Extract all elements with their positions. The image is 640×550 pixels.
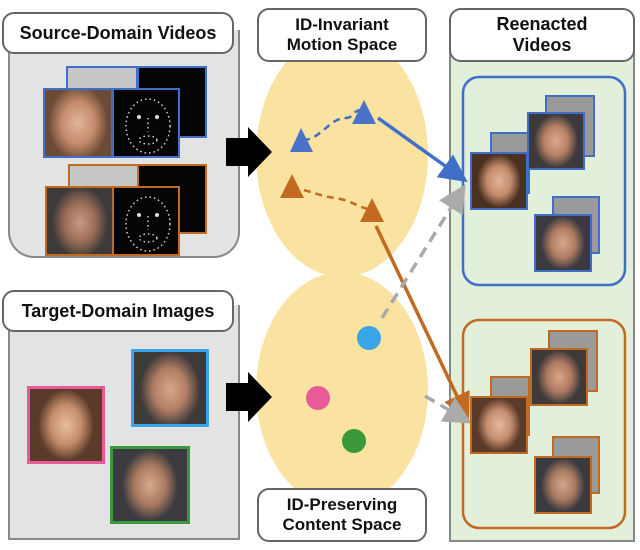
- green-identity-dot: [342, 429, 366, 453]
- motion-space-text-2: Motion Space: [286, 35, 398, 54]
- reenacted-text-1: Reenacted: [496, 14, 588, 35]
- landmark-frame-orange: [112, 186, 180, 256]
- source-face-blue: [43, 88, 113, 158]
- orange-triangle-end: [360, 198, 384, 222]
- source-videos-text: Source-Domain Videos: [19, 22, 217, 43]
- light-blue-identity-dot: [357, 326, 381, 350]
- reenacted-face-orange-1: [470, 396, 528, 454]
- reenacted-face-blue-3: [534, 214, 592, 272]
- landmark-frame-blue: [112, 88, 180, 158]
- gray-dashed-arrow-lower: [424, 394, 473, 424]
- reenacted-face-blue-1: [470, 152, 528, 210]
- content-space-ellipse: [256, 272, 428, 508]
- content-space-text-1: ID-Preserving: [286, 495, 398, 515]
- pink-identity-dot: [306, 386, 330, 410]
- source-to-motion-arrow: [226, 127, 272, 177]
- content-space-text-2: Content Space: [282, 515, 402, 534]
- motion-space-ellipse: [256, 33, 428, 277]
- reenacted-text-2: Videos: [512, 35, 572, 55]
- target-face-green: [110, 446, 190, 524]
- blue-triangle-end: [352, 100, 376, 124]
- orange-motion-trajectory: [291, 186, 373, 212]
- target-images-text: Target-Domain Images: [21, 300, 215, 321]
- reenacted-videos-label: Reenacted Videos: [449, 8, 635, 62]
- gray-dashed-arrow-upper: [380, 184, 466, 319]
- facial-landmarks-blue: [125, 98, 171, 154]
- reenacted-face-orange-3: [534, 456, 592, 514]
- motion-space-text-1: ID-Invariant: [295, 15, 389, 35]
- source-videos-label: Source-Domain Videos: [2, 12, 234, 54]
- facial-landmarks-orange: [125, 196, 171, 252]
- reenacted-face-orange-2: [530, 348, 588, 406]
- orange-triangle-start: [280, 174, 304, 198]
- target-images-label: Target-Domain Images: [2, 290, 234, 332]
- target-to-content-arrow: [226, 372, 272, 422]
- content-space-label: ID-Preserving Content Space: [257, 488, 427, 542]
- blue-reenact-arrow: [376, 116, 468, 183]
- target-face-pink: [27, 386, 105, 464]
- orange-group-frame: [461, 318, 627, 530]
- blue-triangle-start: [290, 128, 313, 152]
- orange-reenact-arrow: [374, 225, 470, 422]
- source-face-orange: [45, 186, 115, 256]
- reenacted-face-blue-2: [527, 112, 585, 170]
- target-face-light-blue: [131, 349, 209, 427]
- motion-space-label: ID-Invariant Motion Space: [257, 8, 427, 62]
- blue-motion-trajectory: [302, 108, 363, 142]
